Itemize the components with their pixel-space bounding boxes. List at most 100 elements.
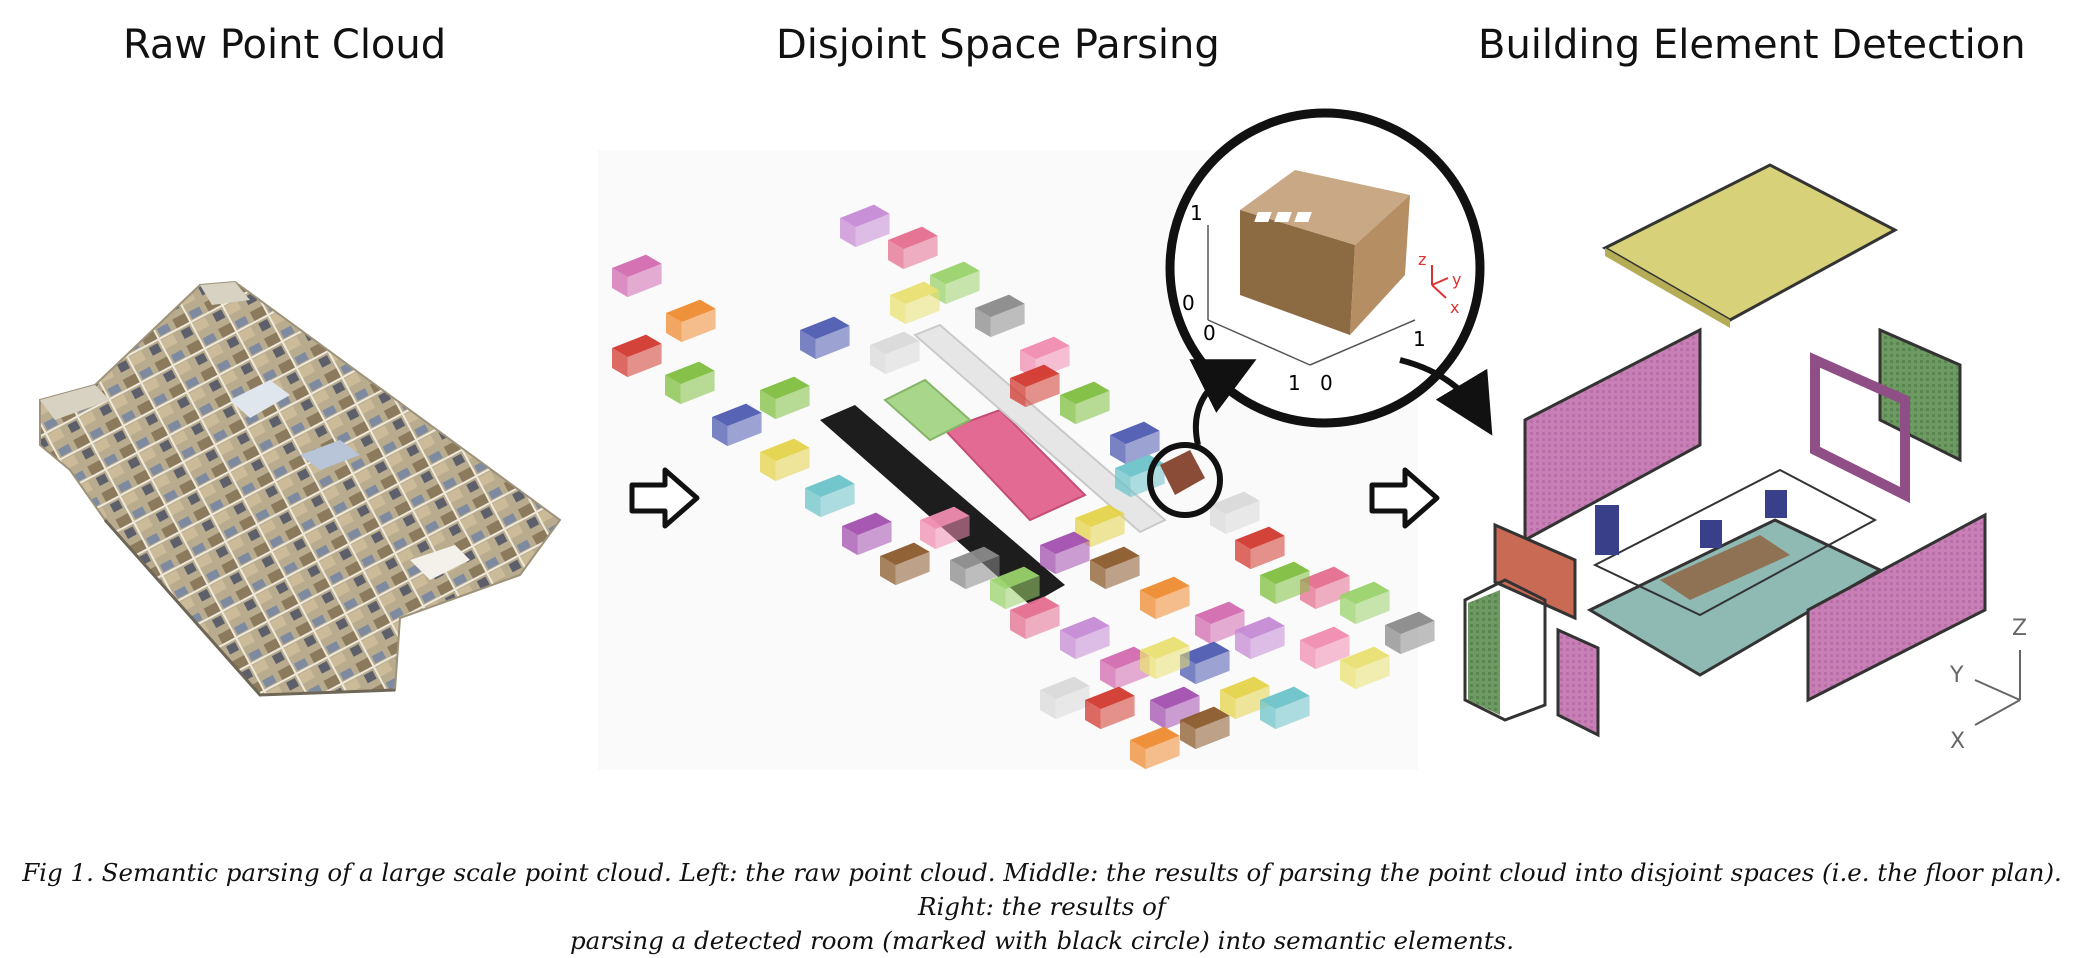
room-block-front [627, 263, 662, 298]
room-block-side [1010, 378, 1026, 408]
room-block-side [1130, 740, 1146, 770]
room-block-side [612, 348, 628, 378]
figure-illustration: 1 0 0 1 1 0 z y x [39, 108, 2027, 770]
room-block-top [840, 204, 890, 228]
room-block-top [920, 506, 970, 530]
room-block-front [1315, 575, 1350, 610]
room-block-top [1195, 601, 1245, 625]
room-block-top [760, 376, 810, 400]
inset-x-right-label: 1 [1413, 327, 1426, 351]
room-block-front [680, 370, 715, 405]
room-block-front [855, 213, 890, 248]
room-block-front [905, 290, 940, 325]
room-block-top [1300, 626, 1350, 650]
room-block-side [920, 520, 936, 550]
room-block-side [805, 488, 821, 518]
triad-x-label: X [1950, 729, 1965, 754]
room-block-side [1385, 625, 1401, 655]
room-block-top [1040, 676, 1090, 700]
room-blocks [612, 204, 1435, 770]
room-block-top [880, 542, 930, 566]
room-block-side [1010, 610, 1026, 640]
room-block-front [1250, 625, 1285, 660]
room-block-front [1155, 585, 1190, 620]
room-block-side [1340, 595, 1356, 625]
room-block-side [975, 308, 991, 338]
room-block-top [1140, 636, 1190, 660]
room-block-side [1115, 468, 1131, 498]
room-block-top [1340, 646, 1390, 670]
room-block-side [612, 268, 628, 298]
room-block-side [840, 218, 856, 248]
room-block-side [665, 375, 681, 405]
inset-z-top-label: 1 [1190, 201, 1203, 225]
room-block-top [1130, 726, 1180, 750]
room-block-side [1180, 720, 1196, 750]
room-block-front [1275, 695, 1310, 730]
room-block-front [1235, 685, 1270, 720]
room-block-side [1100, 660, 1116, 690]
inset-triad-x: x [1450, 298, 1459, 317]
room-block-front [1355, 590, 1390, 625]
curved-arrow-to-inset [1189, 359, 1257, 446]
room-block-top [1115, 454, 1165, 478]
room-block-front [895, 551, 930, 586]
room-block-front [885, 340, 920, 375]
title-disjoint-space-parsing: Disjoint Space Parsing [776, 22, 1220, 68]
room-block-top [1060, 616, 1110, 640]
room-block-front [775, 447, 810, 482]
room-block-front [990, 303, 1025, 338]
room-block-front [965, 555, 1000, 590]
room-block-top [990, 566, 1040, 590]
room-block-front [1125, 430, 1160, 465]
room-block-front [815, 325, 850, 360]
room-block-side [1040, 545, 1056, 575]
room-block-front [1075, 625, 1110, 660]
room-block-top [800, 316, 850, 340]
room-block-front [935, 515, 970, 550]
room-block-side [760, 390, 776, 420]
room-block-front [1250, 535, 1285, 570]
room-block-top [888, 226, 938, 250]
inset-triad-y: y [1452, 270, 1461, 289]
room-block-front [1155, 645, 1190, 680]
figure-caption: Fig 1. Semantic parsing of a large scale… [10, 856, 2074, 958]
arrow-left [629, 467, 700, 529]
caption-line-1: Fig 1. Semantic parsing of a large scale… [22, 858, 2062, 921]
room-block-top [760, 438, 810, 462]
room-block-side [842, 526, 858, 556]
room-block-top [712, 403, 762, 427]
inset-x-left-label: 0 [1203, 321, 1216, 345]
room-block-side [1060, 630, 1076, 660]
title-building-element-detection: Building Element Detection [1478, 22, 2026, 68]
room-inset: 1 0 0 1 1 0 z y x [1165, 108, 1485, 428]
room-block-side [666, 313, 682, 343]
room-block-top [1220, 676, 1270, 700]
room-block-side [1235, 630, 1251, 660]
room-block-top [665, 361, 715, 385]
room-block-top [1260, 686, 1310, 710]
room-block-side [1300, 640, 1316, 670]
room-block-top [1085, 686, 1135, 710]
room-block-front [775, 385, 810, 420]
room-block-side [1195, 615, 1211, 645]
room-block-front [1275, 570, 1310, 605]
room-block-front [1145, 735, 1180, 770]
room-block-side [990, 580, 1006, 610]
room-block-top [1235, 526, 1285, 550]
room-block-front [1165, 695, 1200, 730]
inset-triad-z: z [1418, 250, 1426, 269]
room-block-front [1100, 695, 1135, 730]
room-block-top [975, 294, 1025, 318]
room-block-side [1040, 690, 1056, 720]
room-block-top [1110, 421, 1160, 445]
room-block-side [1140, 590, 1156, 620]
room-block-top [612, 334, 662, 358]
room-block-front [681, 308, 716, 343]
room-block-top [612, 254, 662, 278]
room-block-side [950, 560, 966, 590]
highlight-circle [1147, 442, 1223, 518]
room-block-top [805, 474, 855, 498]
room-block-front [1075, 390, 1110, 425]
room-block-side [1090, 560, 1106, 590]
